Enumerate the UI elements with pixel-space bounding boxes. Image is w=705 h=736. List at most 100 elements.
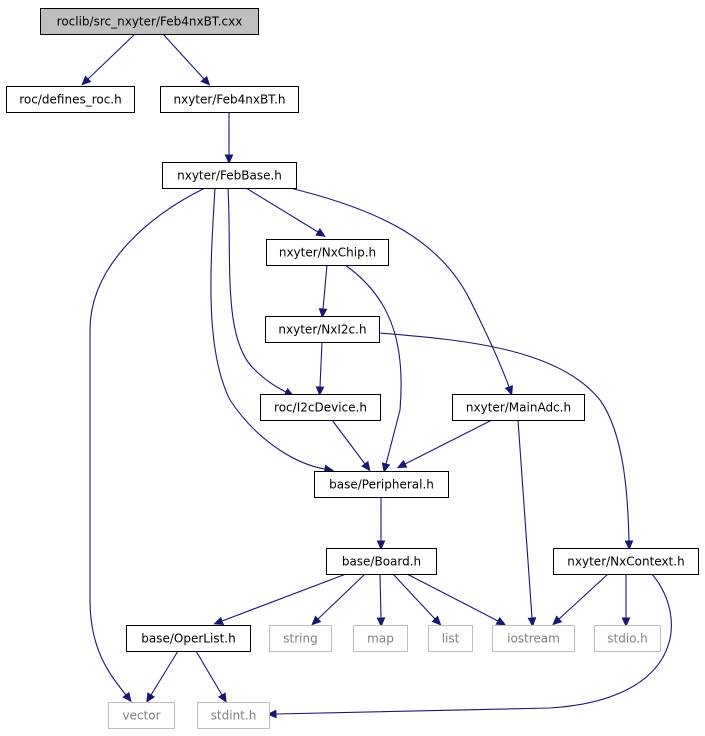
node-nxchip[interactable]: nxyter/NxChip.h: [266, 239, 389, 266]
node-label: nxyter/NxContext.h: [567, 555, 684, 569]
edge-arrowhead: [381, 462, 391, 473]
node-box: [353, 625, 408, 652]
node-defines_roc[interactable]: roc/defines_roc.h: [6, 86, 135, 113]
node-box: [40, 8, 259, 35]
nodes-layer: roclib/src_nxyter/Feb4nxBT.cxx roc/define…: [6, 8, 699, 729]
node-box: [428, 625, 473, 652]
node-box: [126, 625, 251, 652]
edge-arrowhead: [315, 227, 326, 237]
node-box: [266, 239, 389, 266]
node-box: [594, 625, 661, 652]
node-vector: vector: [108, 702, 175, 729]
node-label: base/Peripheral.h: [329, 478, 434, 492]
edge-board-to-list: [392, 573, 442, 626]
edge-arrowhead: [81, 75, 92, 86]
edge-febbase-to-i2cdevice: [227, 187, 295, 397]
edge-febbase-to-vector: [89, 187, 206, 703]
node-label: iostream: [507, 632, 560, 646]
edge-arrowhead: [217, 692, 227, 703]
edge-line: [392, 573, 436, 620]
edge-arrowhead: [122, 691, 132, 703]
edge-line: [87, 33, 136, 80]
edge-arrowhead: [552, 615, 563, 626]
edge-line: [210, 187, 326, 470]
edge-line: [517, 419, 533, 619]
edge-nxchip-to-nxi2c: [318, 264, 328, 319]
edge-mainadc-to-peripheral: [396, 419, 493, 469]
edge-arrowhead: [318, 308, 328, 319]
node-label: base/OperList.h: [141, 632, 235, 646]
edge-line: [245, 187, 319, 233]
edge-arrowhead: [621, 617, 631, 628]
node-map: map: [353, 625, 408, 652]
edge-nxi2c-to-i2cdevice: [315, 341, 325, 397]
edge-line: [317, 573, 366, 620]
node-list: list: [428, 625, 473, 652]
edge-arrowhead: [376, 540, 386, 551]
edge-feb4nxbt_cxx-to-feb4nxbt_h: [162, 33, 211, 86]
edge-arrowhead: [376, 617, 386, 628]
node-label: stdio.h: [607, 632, 647, 646]
edge-line: [378, 332, 630, 542]
node-label: vector: [122, 709, 160, 723]
edge-line: [344, 264, 402, 465]
edge-line: [162, 33, 205, 80]
node-label: stdint.h: [211, 709, 257, 723]
node-box: [6, 86, 135, 113]
node-box: [265, 316, 380, 343]
edge-line: [379, 573, 382, 619]
edge-board-to-map: [376, 573, 386, 628]
edge-arrowhead: [213, 616, 225, 625]
edge-line: [221, 573, 347, 622]
edge-line: [89, 187, 206, 696]
node-board[interactable]: base/Board.h: [326, 548, 437, 575]
edge-feb4nxbt_h-to-febbase: [224, 112, 234, 165]
edge-arrowhead: [624, 540, 634, 551]
edge-arrowhead: [361, 460, 371, 472]
edge-nxchip-to-peripheral: [344, 264, 402, 473]
edge-nxcontext-to-iostream: [552, 573, 609, 626]
node-feb4nxbt_cxx[interactable]: roclib/src_nxyter/Feb4nxBT.cxx: [40, 8, 259, 35]
edge-line: [404, 419, 493, 465]
node-febbase[interactable]: nxyter/FebBase.h: [162, 162, 297, 189]
edge-nxi2c-to-nxcontext: [378, 332, 634, 551]
node-box: [553, 548, 699, 575]
node-box: [162, 162, 297, 189]
edge-peripheral-to-board: [376, 497, 386, 551]
node-i2cdevice[interactable]: roc/I2cDevice.h: [260, 394, 381, 421]
edge-nxcontext-to-stdint: [266, 573, 672, 719]
node-box: [269, 625, 332, 652]
edge-board-to-string: [311, 573, 366, 626]
edge-line: [322, 264, 328, 310]
node-box: [314, 471, 449, 498]
node-box: [160, 86, 299, 113]
node-operlist[interactable]: base/OperList.h: [126, 625, 251, 652]
node-label: nxyter/Feb4nxBT.h: [173, 93, 285, 107]
node-label: string: [283, 632, 317, 646]
edge-arrowhead: [146, 692, 156, 703]
node-string: string: [269, 625, 332, 652]
edge-line: [558, 573, 609, 620]
edge-arrowhead: [315, 386, 325, 397]
edge-board-to-operlist: [213, 573, 347, 625]
node-box: [492, 625, 575, 652]
node-box: [197, 702, 270, 729]
node-mainadc[interactable]: nxyter/MainAdc.h: [452, 394, 585, 421]
edge-febbase-to-nxchip: [245, 187, 326, 237]
node-peripheral[interactable]: base/Peripheral.h: [314, 471, 449, 498]
node-box: [260, 394, 381, 421]
node-label: map: [367, 632, 394, 646]
node-feb4nxbt_h[interactable]: nxyter/Feb4nxBT.h: [160, 86, 299, 113]
node-box: [108, 702, 175, 729]
node-label: list: [442, 632, 460, 646]
edge-line: [150, 650, 179, 696]
edge-line: [289, 187, 510, 388]
node-nxi2c[interactable]: nxyter/NxI2c.h: [265, 316, 380, 343]
edge-line: [195, 650, 223, 696]
edge-operlist-to-stdint: [195, 650, 227, 703]
node-nxcontext[interactable]: nxyter/NxContext.h: [553, 548, 699, 575]
edge-arrowhead: [224, 154, 234, 165]
edge-arrowhead: [504, 385, 513, 396]
edge-arrowhead: [431, 615, 442, 626]
edge-febbase-to-mainadc: [289, 187, 513, 396]
